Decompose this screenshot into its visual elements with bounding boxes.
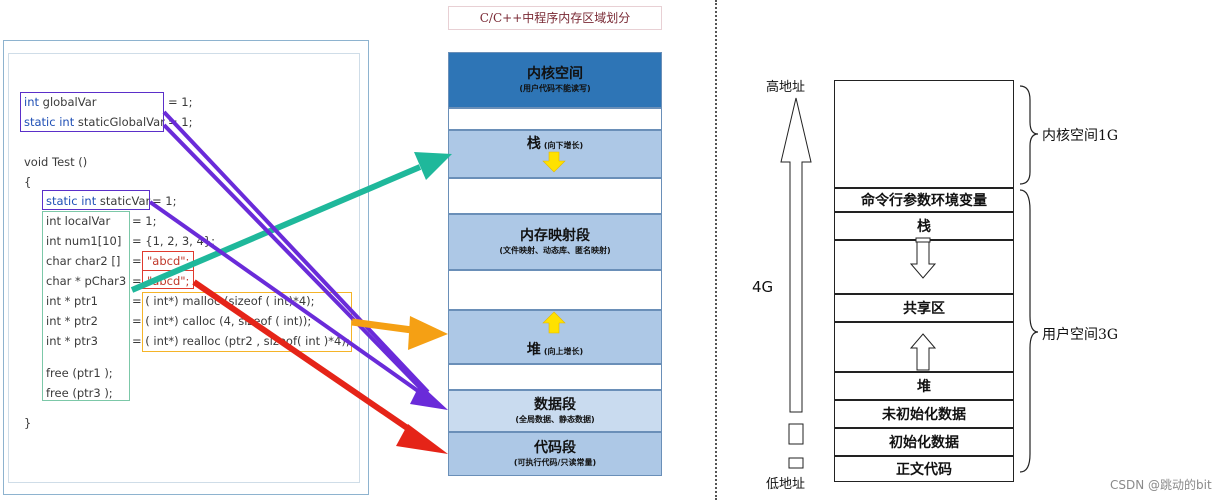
code-init-staticvar: = 1;	[152, 194, 177, 208]
code-panel	[3, 40, 369, 495]
code-local-init: =	[132, 274, 146, 288]
region-memory-mapping: 内存映射段 (文件映射、动态库、匿名映射)	[448, 214, 662, 270]
region-gap	[448, 270, 662, 310]
purple-arrow-staticvar	[148, 200, 430, 400]
code-init-globalvar: = 1;	[168, 95, 193, 109]
region-gap	[448, 364, 662, 390]
globals-highlight-box	[20, 92, 164, 132]
identifier: staticGlobalVar	[74, 115, 165, 129]
region-label-row: 栈 (向下增长)	[527, 135, 583, 153]
cell-kernel	[834, 80, 1014, 188]
region-title: 内核空间	[527, 66, 583, 82]
region-gap	[448, 108, 662, 130]
code-close-brace: }	[24, 416, 32, 430]
code-local-row: char char2 []	[46, 254, 121, 268]
identifier: globalVar	[39, 95, 97, 109]
keyword: int	[24, 95, 39, 109]
purple-arrowhead	[410, 384, 448, 410]
region-subtitle: (用户代码不能读写)	[519, 84, 591, 93]
user-space-label: 用户空间3G	[1042, 327, 1119, 343]
high-address-label: 高地址	[766, 80, 806, 95]
cell-shared: 共享区	[834, 294, 1014, 322]
region-braces	[1019, 85, 1039, 473]
code-ptr-row: int * ptr3	[46, 334, 98, 348]
region-code-segment: 代码段 (可执行代码/只读常量)	[448, 432, 662, 476]
code-free-ptr1: free (ptr1 );	[46, 366, 113, 380]
red-arrow-to-code-segment	[192, 279, 418, 437]
low-address-label: 低地址	[766, 477, 806, 492]
orange-arrowhead	[408, 316, 448, 350]
size-4g-label: 4G	[752, 278, 774, 296]
code-line-globalvar: int globalVar	[24, 95, 96, 109]
region-title: 堆	[526, 342, 541, 358]
growth-arrows	[909, 237, 937, 371]
region-subtitle: (可执行代码/只读常量)	[513, 458, 597, 467]
cell-heap: 堆	[834, 372, 1014, 400]
heap-growth-marker	[542, 311, 566, 334]
teal-arrowhead	[414, 152, 452, 180]
code-line-staticvar: static int staticVar	[46, 194, 150, 208]
watermark: CSDN @跳动的bit	[1110, 478, 1212, 492]
region-kernel-space: 内核空间 (用户代码不能读写)	[448, 52, 662, 108]
stack-down-hollow-arrow	[909, 241, 937, 279]
code-local-init: =	[132, 254, 146, 268]
cell-heap-gap	[834, 322, 1014, 372]
region-subtitle: (文件映射、动态库、匿名映射)	[499, 246, 611, 255]
keyword: static int	[46, 194, 97, 208]
code-local-row: int num1[10]	[46, 234, 122, 248]
code-ptr-row: int * ptr2	[46, 314, 98, 328]
heap-up-hollow-arrow	[909, 333, 937, 371]
locals-highlight-box	[42, 211, 130, 401]
identifier: staticVar	[96, 194, 151, 208]
region-subtitle: (向下增长)	[543, 141, 584, 150]
code-ptr-row: int * ptr1	[46, 294, 98, 308]
code-free-ptr3: free (ptr3 );	[46, 386, 113, 400]
code-local-row: char * pChar3	[46, 274, 127, 288]
keyword: static int	[24, 115, 75, 129]
cell-text: 正文代码	[834, 456, 1014, 482]
user-brace	[1019, 189, 1039, 473]
code-local-row: int localVar	[46, 214, 111, 228]
region-label-row: 堆 (向上增长)	[527, 341, 583, 359]
purple-arrow-globalvar	[162, 110, 430, 394]
red-arrowhead	[396, 424, 448, 454]
region-gap	[448, 178, 662, 214]
cell-bss: 未初始化数据	[834, 400, 1014, 428]
code-local-init: = 1;	[132, 214, 157, 228]
section-divider	[715, 0, 717, 500]
cell-data: 初始化数据	[834, 428, 1014, 456]
string-literal: "abcd";	[147, 254, 190, 268]
region-data-segment: 数据段 (全局数据、静态数据)	[448, 390, 662, 432]
memory-layout-title: C/C++中程序内存区域划分	[448, 6, 662, 30]
arrow-tail-block	[788, 457, 804, 469]
region-subtitle: (向上增长)	[543, 347, 584, 356]
orange-arrow-to-heap	[351, 318, 413, 334]
up-arrow-shaft	[780, 97, 812, 413]
address-growth-arrow	[780, 97, 812, 469]
arrow-tail-block	[788, 423, 804, 445]
code-func-signature: void Test ()	[24, 155, 88, 169]
region-subtitle: (全局数据、静态数据)	[515, 415, 595, 424]
code-inner-frame	[8, 53, 360, 483]
heap-alloc-highlight-box	[142, 292, 352, 352]
stack-down-arrow-base	[915, 237, 931, 243]
region-title: 数据段	[534, 397, 576, 413]
code-line-staticglobalvar: static int staticGlobalVar	[24, 115, 165, 129]
purple-arrow-staticglobal	[162, 123, 434, 402]
region-title: 内存映射段	[520, 228, 590, 244]
kernel-space-label: 内核空间1G	[1042, 128, 1119, 144]
region-title: 栈	[526, 136, 541, 152]
mapping-arrows	[130, 110, 566, 454]
staticvar-highlight-box	[42, 190, 150, 210]
cell-cmdline-env: 命令行参数环境变量	[834, 188, 1014, 212]
code-open-brace: {	[24, 175, 32, 189]
region-title: 代码段	[534, 440, 576, 456]
stack-growth-marker	[542, 151, 566, 173]
kernel-brace	[1019, 85, 1039, 185]
